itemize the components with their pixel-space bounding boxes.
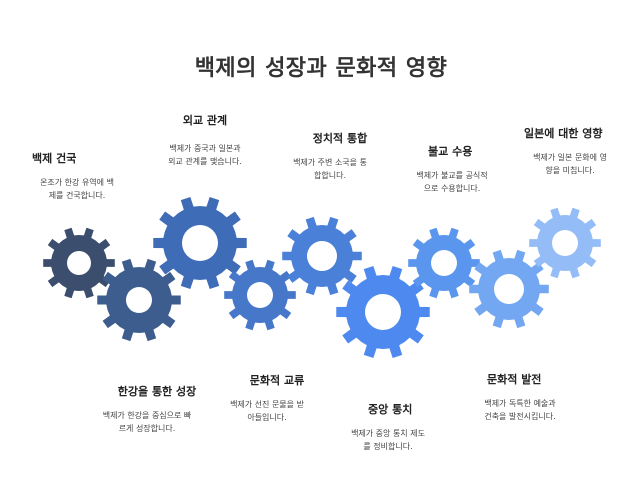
step-heading-2: 한강을 통한 성장 [117, 385, 197, 398]
step-heading-4: 문화적 교류 [249, 374, 305, 387]
step-heading-1: 백제 건국 [32, 152, 77, 165]
step-desc-5: 백제가 주변 소국을 통 합합니다. [293, 158, 367, 180]
diagram-title: 백제의 성장과 문화적 영향 [194, 56, 448, 81]
step-heading-7: 불교 수용 [428, 145, 473, 158]
step-heading-3: 외교 관계 [182, 114, 228, 127]
gear-icon-8 [469, 249, 549, 329]
gear-icon-6 [336, 266, 430, 358]
step-desc-1: 온조가 한강 유역에 백 제를 건국합니다. [40, 178, 114, 200]
step-desc-6: 백제가 중앙 통치 제도 를 정비합니다. [351, 429, 425, 451]
gear-icon-9 [529, 207, 601, 279]
step-label-6: 중앙 통치 백제가 중앙 통치 제도 를 정비합니다. [328, 401, 448, 453]
step-heading-8: 문화적 발전 [487, 373, 542, 386]
step-heading-6: 중앙 통치 [368, 403, 413, 416]
step-heading-9: 일본에 대한 영향 [524, 127, 603, 140]
gear-icon-5 [282, 216, 362, 296]
step-desc-4: 백제가 선진 문물을 받 아들입니다. [230, 400, 304, 422]
step-label-9: 일본에 대한 영향 백제가 일본 문화에 영 향을 미칩니다. [508, 125, 632, 177]
step-label-3: 외교 관계 백제가 중국과 일본과 외교 관계를 맺습니다. [140, 112, 270, 168]
gear-icon-4 [224, 259, 296, 331]
step-desc-7: 백제가 불교를 공식적 으로 수용합니다. [416, 171, 488, 193]
gear-icon-2 [97, 258, 181, 342]
step-desc-3: 백제가 중국과 일본과 외교 관계를 맺습니다. [168, 144, 242, 166]
step-desc-9: 백제가 일본 문화에 영 향을 미칩니다. [533, 153, 607, 175]
step-label-1: 백제 건국 온조가 한강 유역에 백 제를 건국합니다. [12, 150, 142, 202]
step-heading-5: 정치적 통합 [312, 132, 368, 145]
gear-icon-3 [153, 197, 247, 289]
step-label-7: 불교 수용 백제가 불교를 공식적 으로 수용합니다. [392, 143, 512, 195]
step-label-2: 한강을 통한 성장 백제가 한강을 중심으로 빠 르게 성장합니다. [72, 383, 222, 435]
step-label-5: 정치적 통합 백제가 주변 소국을 통 합합니다. [265, 130, 395, 182]
step-desc-8: 백제가 독특한 예술과 건축을 발전시킵니다. [484, 399, 556, 421]
step-label-8: 문화적 발전 백제가 독특한 예술과 건축을 발전시킵니다. [455, 371, 585, 423]
gear-icon-7 [408, 227, 480, 299]
gear-icon-1 [43, 227, 115, 299]
step-label-4: 문화적 교류 백제가 선진 문물을 받 아들입니다. [202, 372, 332, 424]
step-desc-2: 백제가 한강을 중심으로 빠 르게 성장합니다. [102, 411, 192, 433]
